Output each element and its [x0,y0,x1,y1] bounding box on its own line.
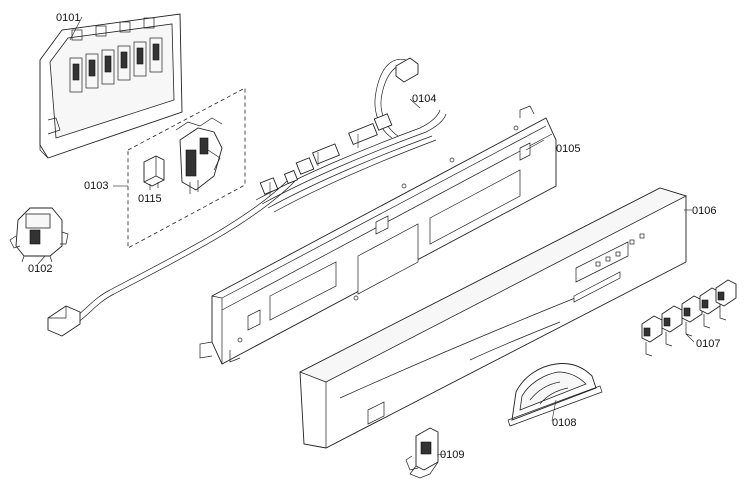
label-0101: 0101 [56,12,80,24]
label-0108: 0108 [552,417,576,429]
control-module-0101 [39,13,183,159]
inner-panel-0105 [199,105,557,365]
label-0106: 0106 [692,205,716,217]
label-0103: 0103 [84,180,108,192]
relay-0115 [143,155,165,190]
control-panel-0106 [299,187,688,449]
label-0105: 0105 [556,143,580,155]
handle-0108 [507,363,603,427]
wiring-harness-0104 [47,57,447,337]
part-labels: 0101 0102 0103 0104 0105 0106 0107 0108 … [28,12,720,461]
relay-group-0103 [127,87,246,249]
clip-0109 [405,427,439,479]
label-0109: 0109 [440,449,464,461]
switch-cluster [175,117,223,194]
button-row-0107 [641,279,737,357]
label-0115: 0115 [138,193,162,205]
label-0102: 0102 [28,263,52,275]
label-0107: 0107 [696,338,720,350]
label-0104: 0104 [412,93,436,105]
leader-lines [37,16,695,456]
valve-unit-0102 [9,207,69,263]
